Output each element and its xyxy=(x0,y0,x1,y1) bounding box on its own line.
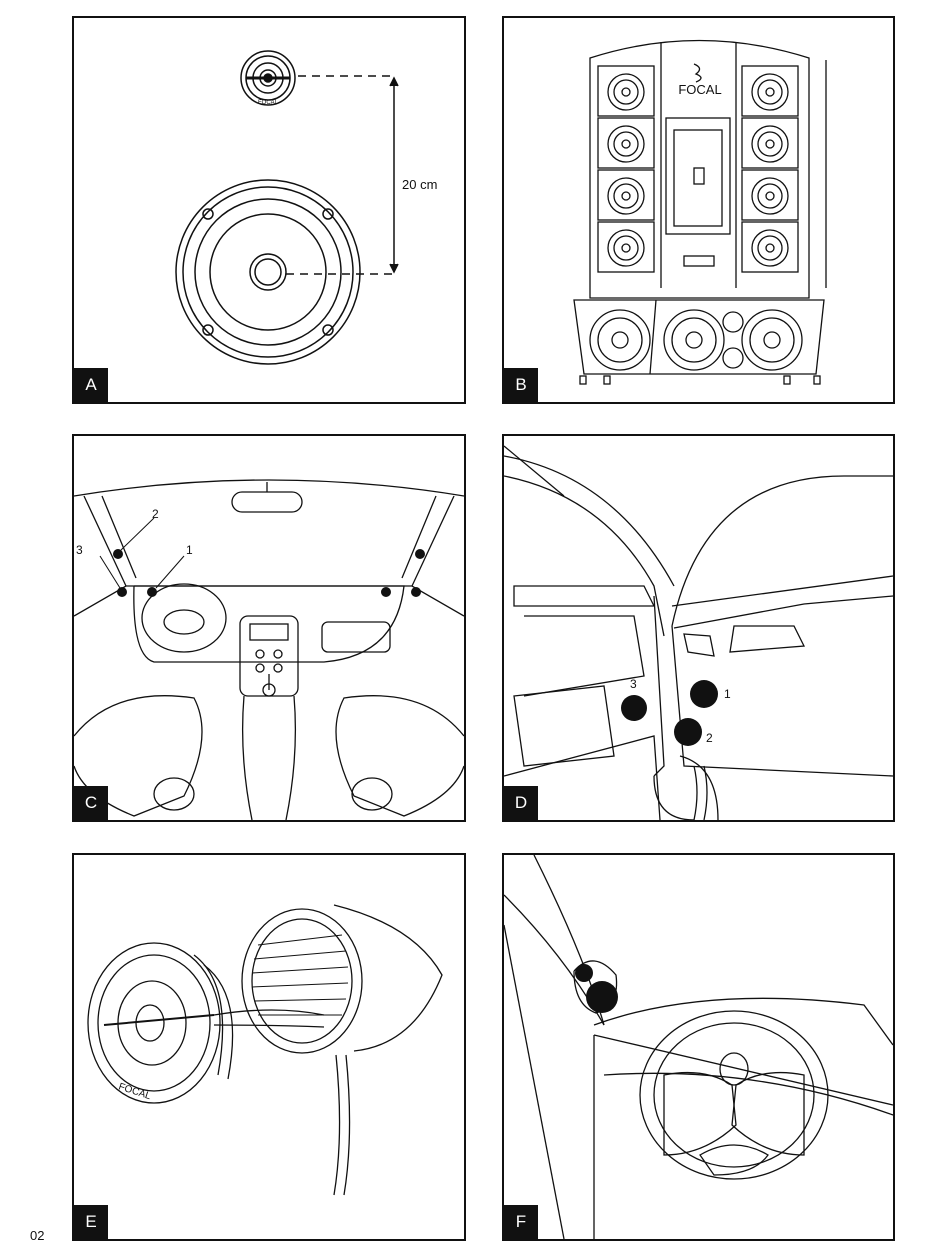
mount-position-1-right xyxy=(381,587,391,597)
mount-position-2-right xyxy=(415,549,425,559)
panel-b: FOCAL B xyxy=(502,16,895,404)
panel-label-c: C xyxy=(74,786,108,820)
panel-label-d: D xyxy=(504,786,538,820)
pod-housing xyxy=(242,909,362,1053)
panel-d: 1 2 3 D xyxy=(502,434,895,822)
callout-2: 2 xyxy=(152,507,159,521)
panel-label-f: F xyxy=(504,1205,538,1239)
left-speaker-column xyxy=(598,66,654,272)
mount-position-2-left xyxy=(113,549,123,559)
steering-wheel xyxy=(640,1011,828,1179)
panel-c: 2 3 1 C xyxy=(72,434,466,822)
panel-c-illustration: 2 3 1 xyxy=(74,436,464,820)
panel-f: F xyxy=(502,853,895,1241)
pillar-tweeter-small xyxy=(575,964,593,982)
panel-e-illustration: FOCAL xyxy=(74,855,464,1239)
callout-1: 1 xyxy=(186,543,193,557)
subwoofers xyxy=(590,310,802,370)
cabinet-logo: FOCAL xyxy=(678,82,721,97)
mount-position-1-left xyxy=(147,587,157,597)
panel-label-b: B xyxy=(504,368,538,402)
door-mount-1 xyxy=(690,680,718,708)
panel-label-a: A xyxy=(74,368,108,402)
pillar-tweeter-large xyxy=(586,981,618,1013)
panel-f-illustration xyxy=(504,855,893,1239)
callout-3: 3 xyxy=(76,543,83,557)
woofer-drawing xyxy=(176,180,360,364)
door-mount-2 xyxy=(674,718,702,746)
amplifier xyxy=(666,118,730,234)
panel-a-illustration: FOCAL 20 cm xyxy=(74,18,464,402)
tweeter-front xyxy=(88,943,220,1103)
panel-a: FOCAL 20 cm A xyxy=(72,16,466,404)
tweeter-logo: FOCAL xyxy=(258,100,279,106)
callout-2: 2 xyxy=(706,731,713,745)
door-mount-3 xyxy=(621,695,647,721)
right-speaker-column xyxy=(742,66,798,272)
page-number: 02 xyxy=(30,1228,44,1243)
mount-position-3-left xyxy=(117,587,127,597)
mount-position-3-right xyxy=(411,587,421,597)
panel-d-illustration: 1 2 3 xyxy=(504,436,893,820)
panel-b-illustration: FOCAL xyxy=(504,18,893,402)
distance-label: 20 cm xyxy=(402,177,437,192)
callout-3: 3 xyxy=(630,677,637,691)
tweeter-drawing xyxy=(241,51,295,105)
panel-e: FOCAL E xyxy=(72,853,466,1241)
callout-1: 1 xyxy=(724,687,731,701)
panel-label-e: E xyxy=(74,1205,108,1239)
